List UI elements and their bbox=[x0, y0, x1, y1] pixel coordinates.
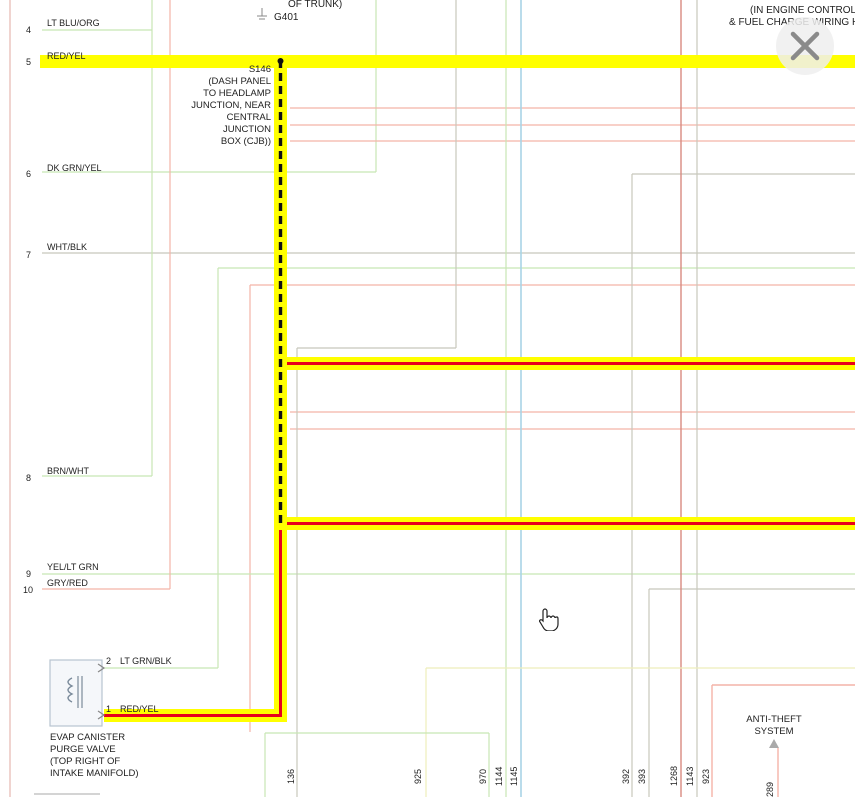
pin-number: 5 bbox=[26, 57, 31, 67]
solenoid-coil-icon bbox=[67, 677, 74, 703]
pin-wire-label: GRY/RED bbox=[47, 578, 88, 588]
pin-number: 8 bbox=[26, 473, 31, 483]
splice-desc-line: CENTRAL bbox=[227, 112, 271, 123]
pin-wire-label: DK GRN/YEL bbox=[47, 163, 102, 173]
close-button[interactable] bbox=[776, 17, 834, 75]
pin-wire-label: RED/YEL bbox=[47, 51, 86, 61]
pin-number: 6 bbox=[26, 169, 31, 179]
evap-pin2-number: 2 bbox=[106, 656, 111, 666]
circuit-number: 393 bbox=[637, 769, 647, 784]
evap-caption-line: INTAKE MANIFOLD) bbox=[50, 768, 139, 779]
ground-label: G401 bbox=[274, 12, 299, 23]
circuit-number: 289 bbox=[765, 782, 775, 797]
top-notes: OF TRUNK) G401 (IN ENGINE CONTROL & FUEL… bbox=[257, 0, 855, 28]
pin-wire-label: WHT/BLK bbox=[47, 242, 87, 252]
circuit-number: 925 bbox=[413, 769, 423, 784]
evap-caption-line: (TOP RIGHT OF bbox=[50, 756, 120, 767]
circuit-number: 1145 bbox=[509, 767, 519, 786]
splice-desc-line: (DASH PANEL bbox=[208, 76, 271, 87]
anti-theft-label: SYSTEM bbox=[754, 726, 793, 737]
evap-pin1-number: 1 bbox=[106, 704, 111, 714]
circuit-number: 392 bbox=[621, 769, 631, 784]
circuit-number: 1143 bbox=[685, 767, 695, 786]
hand-cursor-icon bbox=[539, 608, 559, 631]
evap-caption-line: EVAP CANISTER bbox=[50, 732, 125, 743]
close-icon bbox=[790, 31, 820, 61]
circuit-number: 923 bbox=[701, 769, 711, 784]
engine-control-note: (IN ENGINE CONTROL bbox=[750, 5, 855, 16]
evap-canister-purge-valve[interactable]: 2 LT GRN/BLK 1 RED/YEL EVAP CANISTER PUR… bbox=[49, 656, 172, 779]
pin-wire-label: LT BLU/ORG bbox=[47, 18, 100, 28]
anti-theft-system-ref[interactable]: ANTI-THEFT SYSTEM bbox=[746, 714, 802, 748]
splice-id: S146 bbox=[249, 64, 271, 75]
splice-desc-line: JUNCTION bbox=[223, 124, 271, 135]
splice-s146-label: S146 (DASH PANEL TO HEADLAMP JUNCTION, N… bbox=[191, 64, 271, 147]
splice-desc-line: BOX (CJB)) bbox=[221, 136, 271, 147]
circuit-number: 1268 bbox=[669, 766, 679, 786]
anti-theft-label: ANTI-THEFT bbox=[746, 714, 802, 725]
circuit-number: 1144 bbox=[494, 767, 504, 786]
trunk-note: OF TRUNK) bbox=[288, 0, 342, 10]
connector-pins: 4 LT BLU/ORG 5 RED/YEL 6 DK GRN/YEL 7 WH… bbox=[23, 18, 102, 595]
splice-desc-line: JUNCTION, NEAR bbox=[191, 100, 271, 111]
pin-wire-label: BRN/WHT bbox=[47, 466, 89, 476]
highlighted-circuit-red-yel[interactable] bbox=[40, 55, 855, 722]
arrow-up-icon bbox=[769, 739, 779, 748]
pin-wire-label: YEL/LT GRN bbox=[47, 562, 99, 572]
pin-number: 4 bbox=[26, 25, 31, 35]
pin-number: 10 bbox=[23, 585, 33, 595]
circuit-number: 136 bbox=[286, 769, 296, 784]
evap-pin1-label: RED/YEL bbox=[120, 704, 159, 714]
pin-number: 9 bbox=[26, 569, 31, 579]
evap-caption-line: PURGE VALVE bbox=[50, 744, 116, 755]
pin-number: 7 bbox=[26, 250, 31, 260]
evap-pin2-label: LT GRN/BLK bbox=[120, 656, 172, 666]
splice-desc-line: TO HEADLAMP bbox=[203, 88, 271, 99]
thin-wires bbox=[9, 0, 855, 797]
circuit-numbers: 136 925 970 1144 1145 392 393 1268 1143 … bbox=[286, 766, 775, 797]
circuit-number: 970 bbox=[478, 769, 488, 784]
